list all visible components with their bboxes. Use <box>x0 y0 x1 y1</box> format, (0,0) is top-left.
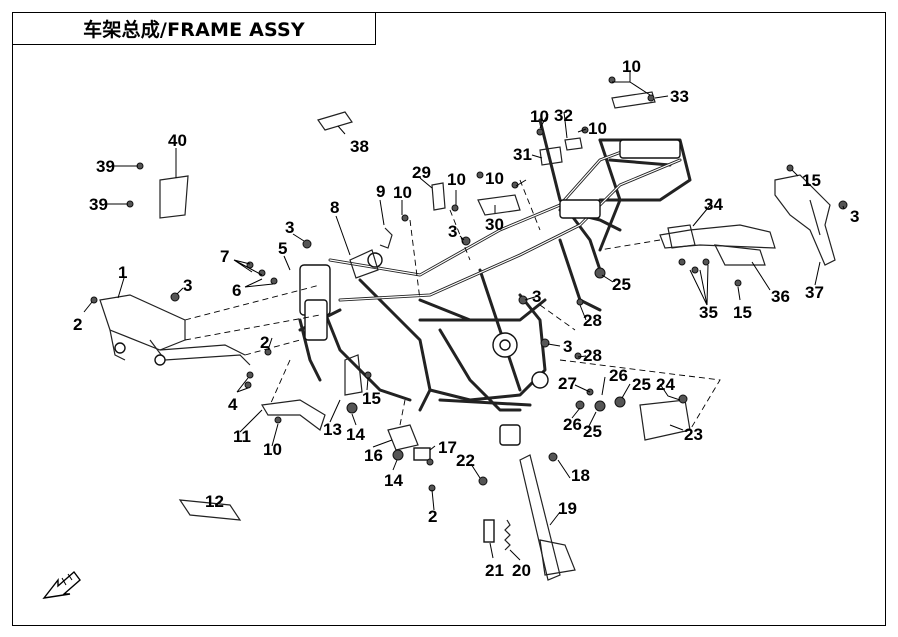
callout-33: 33 <box>670 87 689 106</box>
callout-15-a: 15 <box>362 389 381 408</box>
callout-21: 21 <box>485 561 504 580</box>
callout-7: 7 <box>220 247 229 266</box>
callout-26-a: 26 <box>609 366 628 385</box>
callout-34: 34 <box>704 195 723 214</box>
callout-26-b: 26 <box>563 415 582 434</box>
callout-38: 38 <box>350 137 369 156</box>
leader-lines <box>83 72 845 561</box>
main-frame <box>298 118 692 446</box>
callout-37: 37 <box>805 283 824 302</box>
callout-15-b: 15 <box>802 171 821 190</box>
callout-10-e: 10 <box>393 183 412 202</box>
callout-30: 30 <box>485 215 504 234</box>
callout-1: 1 <box>118 263 127 282</box>
callout-29: 29 <box>412 163 431 182</box>
callout-3-a: 3 <box>448 222 457 241</box>
callout-32: 32 <box>554 106 573 125</box>
callout-13: 13 <box>323 420 342 439</box>
callout-4: 4 <box>228 395 238 414</box>
callout-28-a: 28 <box>583 311 602 330</box>
callout-14-b: 14 <box>384 471 403 490</box>
callout-3-b: 3 <box>285 218 294 237</box>
callout-10-c: 10 <box>447 170 466 189</box>
callout-40: 40 <box>168 131 187 150</box>
callout-22: 22 <box>456 451 475 470</box>
callout-5: 5 <box>278 239 287 258</box>
callout-labels: 40 39 39 38 10 33 10 32 10 31 29 10 10 9… <box>73 57 859 580</box>
callout-2-a: 2 <box>73 315 82 334</box>
rear-fender-bracket <box>659 174 848 266</box>
front-direction-arrow-icon <box>42 570 81 599</box>
callout-25-b: 25 <box>632 375 651 394</box>
title-box: 车架总成/FRAME ASSY <box>12 12 376 45</box>
callout-16: 16 <box>364 446 383 465</box>
callout-3-c: 3 <box>183 276 192 295</box>
callout-14-a: 14 <box>346 425 365 444</box>
callout-10-top: 10 <box>622 57 641 76</box>
callout-35: 35 <box>699 303 718 322</box>
callout-10-b: 10 <box>588 119 607 138</box>
callout-2-b: 2 <box>260 333 269 352</box>
callout-3-e: 3 <box>563 337 572 356</box>
callout-11: 11 <box>233 427 251 446</box>
callout-27: 27 <box>558 374 577 393</box>
callout-25-a: 25 <box>612 275 631 294</box>
callout-39-lower: 39 <box>89 195 108 214</box>
callout-39: 39 <box>96 157 115 176</box>
callout-3-f: 3 <box>850 207 859 226</box>
callout-9: 9 <box>376 182 385 201</box>
callout-31: 31 <box>513 145 532 164</box>
diagram-title: 车架总成/FRAME ASSY <box>83 19 305 41</box>
callout-10-d: 10 <box>485 169 504 188</box>
callout-10-a: 10 <box>530 107 549 126</box>
callout-36: 36 <box>771 287 790 306</box>
callout-23: 23 <box>684 425 703 444</box>
callout-3-d: 3 <box>532 287 541 306</box>
callout-2-c: 2 <box>428 507 437 526</box>
callout-24: 24 <box>656 375 675 394</box>
callout-19: 19 <box>558 499 577 518</box>
callout-25-c: 25 <box>583 422 602 441</box>
callout-10-f: 10 <box>263 440 282 459</box>
callout-20: 20 <box>512 561 531 580</box>
callout-28-b: 28 <box>583 346 602 365</box>
sheet-border <box>12 12 886 626</box>
callout-6: 6 <box>232 281 241 300</box>
small-parts <box>90 76 794 581</box>
callout-12: 12 <box>205 492 224 511</box>
callout-8: 8 <box>330 198 339 217</box>
callout-15-c: 15 <box>733 303 752 322</box>
callout-18: 18 <box>571 466 590 485</box>
callout-17: 17 <box>438 438 457 457</box>
front-bracket-assembly <box>99 284 321 366</box>
